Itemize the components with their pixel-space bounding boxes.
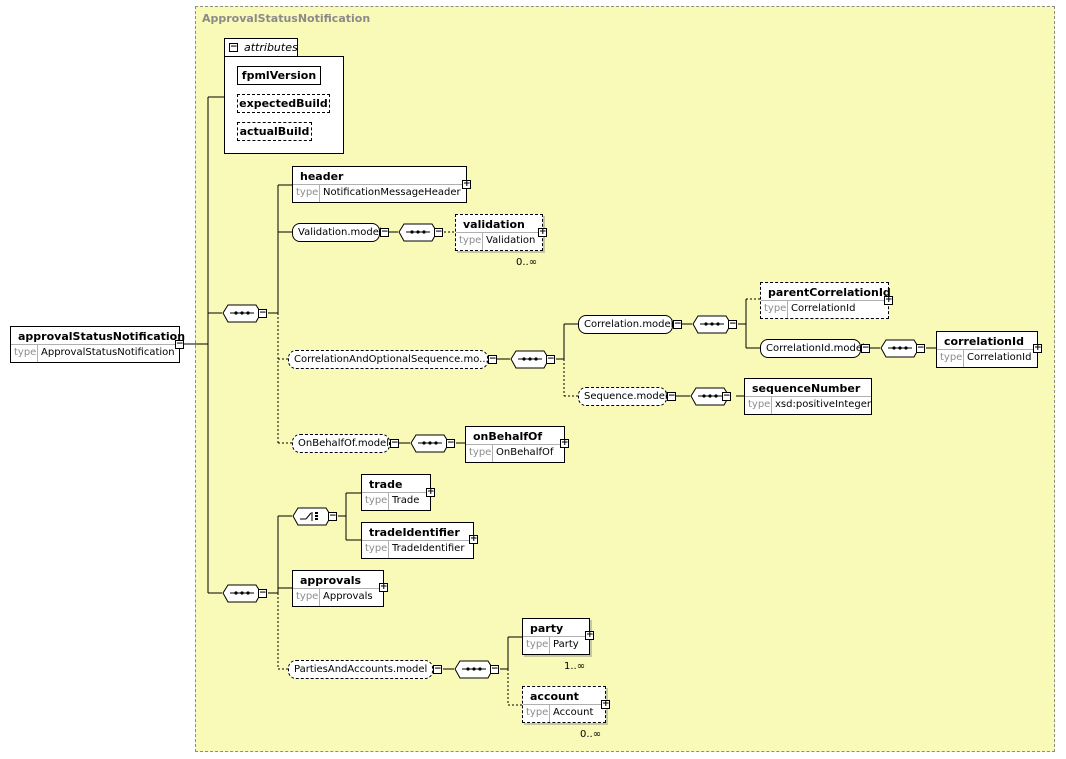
collapse-icon[interactable]: − (728, 319, 737, 329)
expand-icon[interactable]: + (469, 534, 478, 544)
element-validation[interactable]: validation type Validation (455, 214, 543, 251)
expand-icon[interactable]: + (560, 438, 569, 448)
group-correlation-and-optional-sequence-model[interactable]: CorrelationAndOptionalSequence.mo... (288, 350, 489, 369)
expand-icon[interactable]: + (1033, 343, 1042, 353)
element-account[interactable]: account type Account (522, 686, 606, 723)
element-trade[interactable]: trade type Trade (361, 474, 431, 511)
element-name: approvalStatusNotification (18, 330, 186, 343)
group-onbehalfof-model[interactable]: OnBehalfOf.model (292, 434, 390, 453)
choice-compositor-icon[interactable] (292, 507, 332, 526)
expand-icon[interactable]: + (538, 227, 547, 237)
collapse-icon[interactable]: − (433, 664, 442, 674)
panel-title: ApprovalStatusNotification (202, 12, 371, 25)
expand-icon[interactable]: + (601, 699, 610, 709)
group-validation-model[interactable]: Validation.model (292, 223, 382, 242)
collapse-icon[interactable]: − (390, 438, 399, 448)
collapse-icon[interactable]: − (380, 227, 389, 237)
attributes-tab: attributes (224, 38, 298, 57)
collapse-icon[interactable]: − (673, 319, 682, 329)
collapse-icon[interactable]: − (861, 343, 870, 353)
collapse-icon[interactable]: − (229, 42, 238, 52)
group-correlationid-model[interactable]: CorrelationId.model (760, 339, 865, 358)
collapse-icon[interactable]: − (667, 391, 676, 401)
expand-icon[interactable]: + (884, 295, 893, 305)
collapse-icon[interactable]: − (546, 354, 555, 364)
sequence-compositor-icon[interactable] (690, 387, 730, 406)
expand-icon[interactable]: + (426, 487, 435, 497)
element-tradeIdentifier[interactable]: tradeIdentifier type TradeIdentifier (361, 522, 474, 559)
element-onBehalfOf[interactable]: onBehalfOf type OnBehalfOf (465, 426, 565, 463)
sequence-compositor-icon[interactable] (454, 660, 494, 679)
element-type: ApprovalStatusNotification (41, 347, 175, 358)
element-correlationId[interactable]: correlationId type CorrelationId (936, 331, 1038, 368)
occurrence-label: 1..∞ (564, 661, 586, 672)
element-approvals[interactable]: approvals type Approvals (292, 570, 384, 607)
element-parentCorrelationId[interactable]: parentCorrelationId type CorrelationId (760, 282, 891, 319)
collapse-icon[interactable]: − (175, 339, 184, 349)
collapse-icon[interactable]: − (488, 354, 497, 364)
sequence-compositor-icon[interactable] (510, 350, 550, 369)
collapse-icon[interactable]: − (722, 391, 731, 401)
collapse-icon[interactable]: − (328, 511, 337, 521)
collapse-icon[interactable]: − (258, 588, 267, 598)
attribute-actualBuild[interactable]: actualBuild (237, 122, 312, 141)
expand-icon[interactable]: + (379, 582, 388, 592)
collapse-icon[interactable]: − (916, 343, 925, 353)
collapse-icon[interactable]: − (258, 308, 267, 318)
expand-icon[interactable]: + (462, 179, 471, 189)
element-header[interactable]: header type NotificationMessageHeader (292, 166, 467, 203)
sequence-compositor-icon[interactable] (692, 315, 732, 334)
element-sequenceNumber[interactable]: sequenceNumber type xsd:positiveInteger (744, 378, 872, 415)
element-party[interactable]: party type Party (522, 618, 590, 655)
element-approvalStatusNotification[interactable]: approvalStatusNotification type Approval… (10, 326, 185, 363)
attribute-fpmlVersion[interactable]: fpmlVersion (237, 66, 321, 85)
sequence-compositor-icon[interactable] (222, 304, 262, 323)
group-correlation-model[interactable]: Correlation.model (578, 315, 673, 334)
sequence-compositor-icon[interactable] (398, 223, 438, 242)
sequence-compositor-icon[interactable] (222, 584, 262, 603)
group-parties-and-accounts-model[interactable]: PartiesAndAccounts.model (288, 660, 433, 679)
sequence-compositor-icon[interactable] (880, 339, 920, 358)
attribute-expectedBuild[interactable]: expectedBuild (237, 94, 330, 113)
collapse-icon[interactable]: − (490, 664, 499, 674)
sequence-compositor-icon[interactable] (410, 434, 450, 453)
type-row: type ApprovalStatusNotification (11, 344, 179, 362)
occurrence-label: 0..∞ (580, 729, 602, 740)
group-sequence-model[interactable]: Sequence.model (578, 387, 668, 406)
expand-icon[interactable]: + (585, 630, 594, 640)
occurrence-label: 0..∞ (516, 257, 538, 268)
collapse-icon[interactable]: − (446, 438, 455, 448)
collapse-icon[interactable]: − (434, 227, 443, 237)
